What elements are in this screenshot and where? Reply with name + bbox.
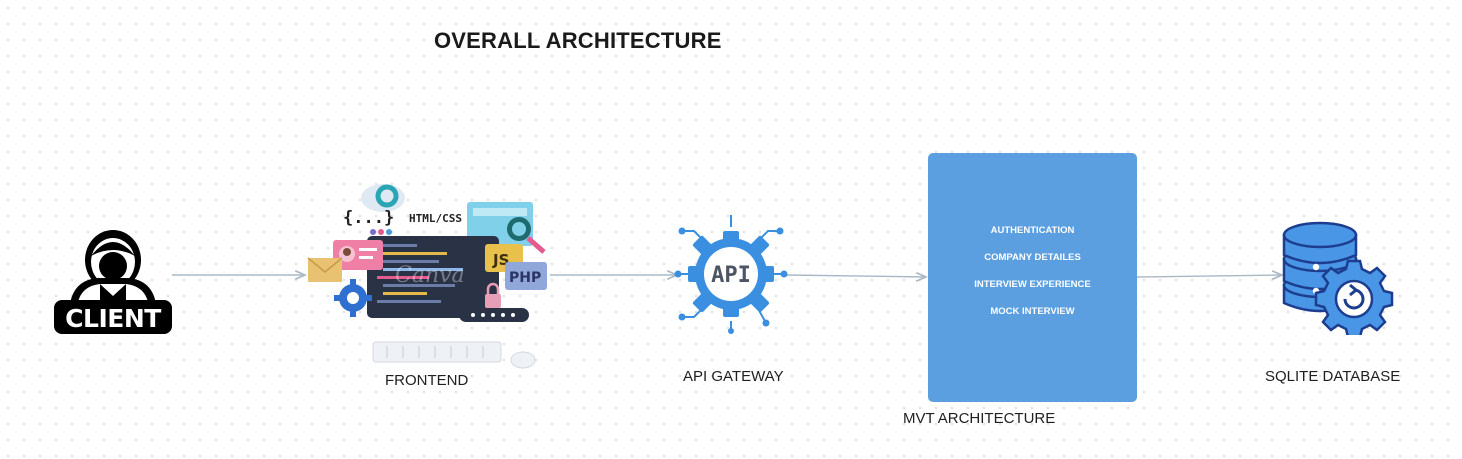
php-badge: PHP	[509, 270, 541, 286]
diagram-title: OVERALL ARCHITECTURE	[434, 28, 722, 53]
client-node: CLIENT	[52, 216, 174, 336]
connector-api-mvt	[785, 275, 926, 277]
connector-mvt-database	[1136, 275, 1282, 277]
html-css-badge: HTML/CSS	[409, 212, 462, 225]
braces-badge: {...}	[343, 208, 394, 228]
api-gateway-node: API	[672, 213, 790, 335]
mvt-item-mock-interview: MOCK INTERVIEW	[990, 306, 1075, 317]
api-gear-text: API	[711, 263, 751, 288]
client-text-graphic: CLIENT	[54, 300, 172, 334]
database-gear-icon	[1282, 221, 1394, 339]
database-node	[1278, 217, 1394, 339]
client-label: CLIENT	[65, 304, 161, 333]
web-development-illustration-icon: {...} HTML/CSS Canva JS	[307, 184, 547, 369]
api-gateway-label: API GATEWAY	[683, 368, 784, 385]
mvt-item-company-details: COMPANY DETAILES	[984, 252, 1081, 263]
user-icon	[70, 230, 156, 304]
mvt-architecture-box: AUTHENTICATION COMPANY DETAILES INTERVIE…	[928, 153, 1137, 402]
mvt-item-interview-experience: INTERVIEW EXPERIENCE	[974, 279, 1091, 290]
database-label: SQLITE DATABASE	[1265, 368, 1401, 385]
mvt-item-authentication: AUTHENTICATION	[990, 225, 1075, 236]
frontend-illustration: {...} HTML/CSS Canva JS	[303, 178, 553, 373]
canva-watermark: Canva	[395, 263, 465, 288]
api-gear-icon: API	[674, 215, 788, 334]
frontend-label: FRONTEND	[385, 372, 469, 389]
mvt-architecture-label: MVT ARCHITECTURE	[903, 410, 1056, 427]
